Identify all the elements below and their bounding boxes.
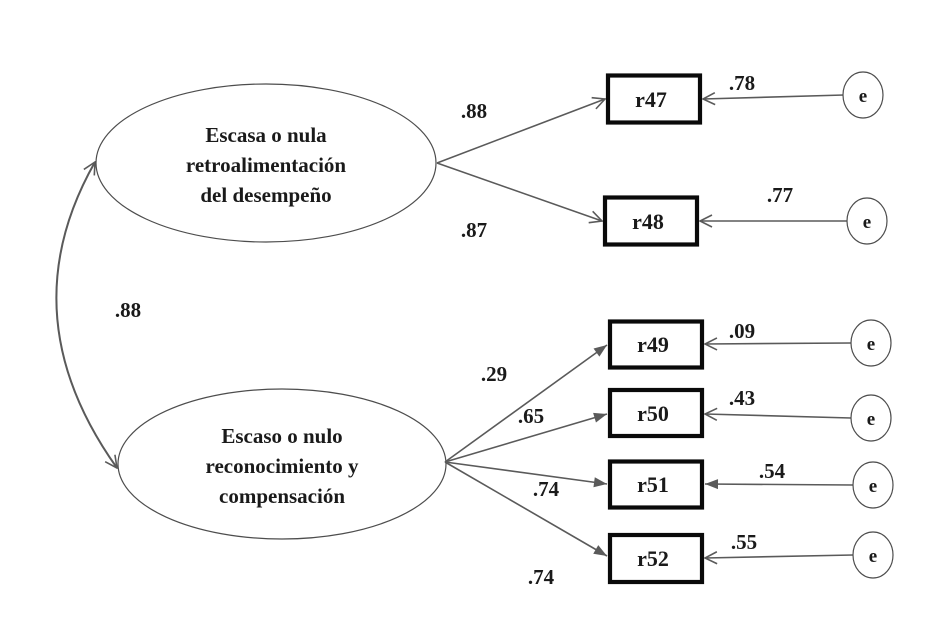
loading-value-r49: .29 (481, 362, 507, 386)
error-arrow-r51 (704, 479, 854, 490)
error-term-r49: e (850, 319, 892, 367)
error-arrow-r50 (705, 414, 852, 418)
indicator-label-r52: r52 (637, 546, 669, 571)
indicator-label-r48: r48 (632, 209, 664, 234)
indicator-r49: r49 (607, 319, 705, 370)
error-term-label-r52: e (869, 546, 877, 567)
factor1-ellipse (95, 83, 437, 243)
indicator-r50: r50 (607, 387, 705, 439)
indicator-r52: r52 (607, 532, 705, 585)
error-term-r51: e (852, 461, 894, 509)
error-value-r50: .43 (729, 386, 755, 410)
indicator-box-r52 (607, 532, 705, 585)
loading-arrow-r48 (436, 162, 602, 221)
error-value-r48: .77 (767, 183, 793, 207)
error-term-label-r49: e (867, 334, 875, 355)
factor2-ellipse (117, 388, 447, 540)
loading-arrow-r52 (444, 461, 608, 557)
error-term-label-r47: e (859, 86, 867, 107)
loading-value-r51: .74 (533, 477, 560, 501)
factor1-label-line3: del desempeño (200, 183, 331, 207)
error-term-label-r48: e (863, 212, 871, 233)
error-term-r47: e (842, 71, 884, 119)
factor2-label-line2: reconocimiento y (206, 454, 359, 478)
factor2-label-line1: Escaso o nulo (221, 424, 342, 448)
indicator-label-r49: r49 (637, 332, 669, 357)
loading-value-r52: .74 (528, 565, 555, 589)
indicator-box-r47 (605, 73, 703, 125)
error-value-r51: .54 (759, 459, 786, 483)
latent-factor-2: Escaso o nulo reconocimiento y compensac… (117, 388, 447, 540)
loading-arrow-r51 (444, 461, 608, 488)
indicator-label-r47: r47 (635, 87, 667, 112)
error-arrow-r47 (703, 95, 845, 99)
error-ellipse-r48 (846, 197, 888, 245)
factor1-label-line1: Escasa o nula (205, 123, 327, 147)
indicator-box-r50 (607, 387, 705, 439)
indicator-r51: r51 (607, 459, 705, 510)
factor2-label-line3: compensación (219, 484, 345, 508)
error-value-r47: .78 (729, 71, 755, 95)
loading-arrow-r49 (444, 344, 608, 463)
error-arrow-r52 (705, 555, 854, 558)
latent-factor-1: Escasa o nula retroalimentación del dese… (95, 83, 437, 243)
indicator-r48: r48 (602, 195, 700, 247)
error-term-label-r50: e (867, 409, 875, 430)
error-ellipse-r51 (852, 461, 894, 509)
error-term-label-r51: e (869, 476, 877, 497)
loading-arrow-r47 (436, 99, 605, 164)
indicator-label-r51: r51 (637, 472, 669, 497)
error-ellipse-r49 (850, 319, 892, 367)
indicator-box-r51 (607, 459, 705, 510)
covariance-arrow (55, 162, 117, 468)
indicator-box-r48 (602, 195, 700, 247)
error-ellipse-r52 (852, 531, 894, 579)
error-value-r52: .55 (731, 530, 757, 554)
indicator-r47: r47 (605, 73, 703, 125)
indicator-label-r50: r50 (637, 401, 669, 426)
loading-value-r48: .87 (461, 218, 487, 242)
error-value-r49: .09 (729, 319, 755, 343)
error-term-r52: e (852, 531, 894, 579)
loading-arrow-r50 (444, 412, 608, 463)
error-term-r48: e (846, 197, 888, 245)
indicator-box-r49 (607, 319, 705, 370)
covariance-value: .88 (115, 298, 141, 322)
error-term-r50: e (850, 394, 892, 442)
loading-value-r47: .88 (461, 99, 487, 123)
loading-value-r50: .65 (518, 404, 544, 428)
error-ellipse-r47 (842, 71, 884, 119)
error-arrow-r49 (705, 343, 852, 344)
error-ellipse-r50 (850, 394, 892, 442)
factor1-label-line2: retroalimentación (186, 153, 347, 177)
